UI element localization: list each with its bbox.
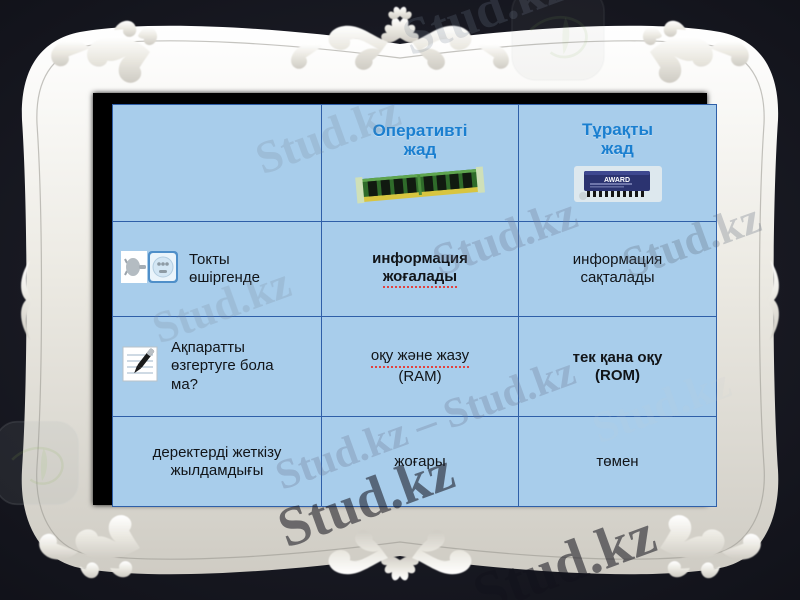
stud-kz-bird-logo-watermark-corner (0, 420, 80, 506)
table-row: Ақпаратты өзгертуге бола ма? оқу және жа… (112, 316, 717, 417)
ram-cell-modifiable: оқу және жазу (RAM) (321, 316, 519, 417)
ram-value-line2: жоғалады (382, 268, 458, 289)
watermark-text: Stud.kz (464, 500, 665, 600)
criteria-line2: жылдамдығы (170, 461, 264, 479)
rom-cell-speed: төмен (518, 416, 717, 507)
rom-value-line1: тек қана оқу (572, 348, 663, 366)
criteria-line1: Токты (189, 250, 230, 268)
criteria-line1: Ақпаратты (171, 339, 245, 357)
rom-chip-image: AWARD (523, 162, 712, 206)
criteria-cell-modifiable: Ақпаратты өзгертуге бола ма? (112, 316, 322, 417)
header-cell-rom: Тұрақты жад AWARD (518, 104, 717, 222)
criteria-cell-power-off: Токты өшіргенде (112, 221, 322, 317)
rom-cell-modifiable: тек қана оқу (ROM) (518, 316, 717, 417)
svg-text:AWARD: AWARD (603, 177, 629, 184)
criteria-line1: деректерді жеткізу (152, 443, 282, 461)
criteria-line2: өзгертуге бола (171, 357, 274, 375)
ram-value-line1: информация (372, 249, 468, 267)
table-row: Токты өшіргенде информация жоғалады инфо… (112, 221, 717, 317)
ram-module-image (326, 163, 514, 205)
ram-cell-speed: жоғары (321, 416, 519, 507)
header-cell-empty (112, 104, 322, 222)
table-header-row: Оперативті жад (112, 104, 717, 222)
table-row: деректерді жеткізу жылдамдығы жоғары төм… (112, 416, 717, 507)
ram-header-line1: Оперативті (372, 120, 468, 140)
criteria-line2: өшіргенде (189, 269, 260, 286)
rom-value-line1: төмен (596, 452, 639, 470)
rom-cell-power-off: информация сақталады (518, 221, 717, 317)
ram-value-line2: (RAM) (398, 368, 442, 385)
rom-value-line2: (ROM) (595, 366, 640, 384)
ram-cell-power-off: информация жоғалады (321, 221, 519, 317)
header-cell-ram: Оперативті жад (321, 104, 519, 222)
rom-header-line2: жад (601, 139, 634, 158)
rom-header-line1: Тұрақты (581, 119, 654, 139)
stud-kz-bird-logo-watermark-top (510, 0, 606, 82)
ram-value-line1: оқу және жазу (370, 347, 470, 368)
criteria-line3: ма? (171, 375, 198, 393)
watermark-text: Stud.kz (395, 0, 574, 68)
rom-value-line1: информация (572, 251, 663, 269)
memory-comparison-table-wrapper: Оперативті жад (112, 104, 717, 507)
ram-value-line1: жоғары (394, 452, 446, 470)
criteria-cell-speed: деректерді жеткізу жылдамдығы (112, 416, 322, 507)
ram-header-line2: жад (403, 140, 437, 159)
power-socket-icon (121, 249, 181, 290)
notepad-pen-icon (121, 344, 163, 389)
memory-comparison-table: Оперативті жад (112, 104, 717, 507)
rom-value-line2: сақталады (580, 269, 655, 286)
